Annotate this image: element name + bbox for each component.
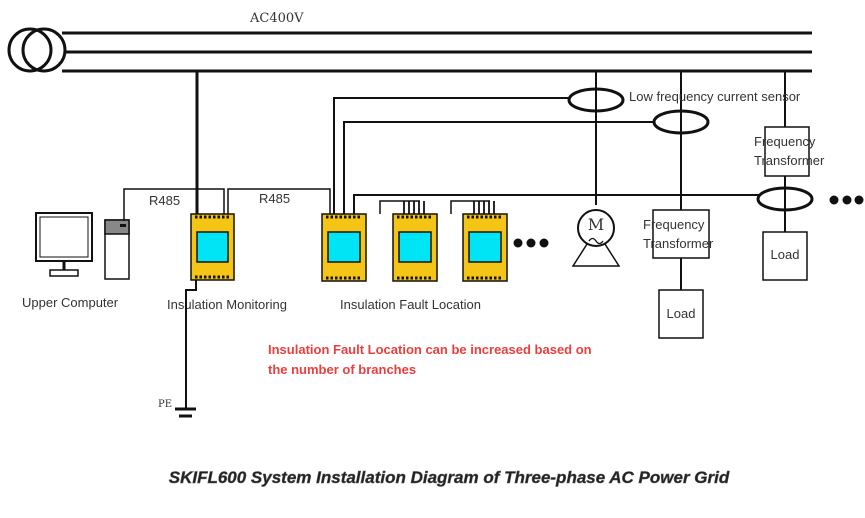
- load-box-1: [658, 289, 704, 339]
- frequency-transformer-2-line2: Transformer: [754, 153, 825, 168]
- frequency-transformer-1: [652, 209, 710, 259]
- r485-link-b: [227, 188, 331, 214]
- upper-computer-label: Upper Computer: [22, 295, 119, 310]
- r485-label-b: R485: [259, 191, 290, 206]
- frequency-transformer-1-line1: Frequency: [643, 217, 705, 232]
- load-2-label: Load: [771, 247, 800, 262]
- current-sensor-1: [567, 87, 625, 113]
- voltage-label: AC400V: [249, 11, 304, 26]
- grid-transformer-symbol: [7, 27, 67, 73]
- diagram-caption: SKIFL600 System Installation Diagram of …: [169, 468, 730, 487]
- current-sensor-2: [652, 109, 710, 135]
- r485-label-a: R485: [149, 193, 180, 208]
- monitor-icon: [35, 212, 93, 277]
- upper-computer: [35, 212, 130, 280]
- load-1-label: Load: [667, 306, 696, 321]
- note-line-2: the number of branches: [268, 362, 416, 377]
- fault-location-device-2: [392, 201, 438, 282]
- fault-location-device-1: [321, 213, 367, 282]
- load-box-2: [762, 231, 808, 281]
- pc-tower-icon: [104, 219, 130, 280]
- frequency-transformer-2: [764, 126, 810, 177]
- motor-label: M: [588, 215, 604, 234]
- frequency-transformer-1-line2: Transformer: [643, 236, 714, 251]
- fault-location-device-3: [462, 201, 508, 282]
- more-branches-dots-icon: [829, 195, 864, 205]
- pe-ground-wire: [185, 280, 197, 408]
- device-terminals: [195, 215, 231, 279]
- motor-icon: [571, 209, 621, 267]
- current-sensor-3: [756, 186, 814, 212]
- ground-icon: [175, 407, 196, 418]
- more-devices-dots-icon: [513, 238, 549, 248]
- insulation-monitoring-label: Insulation Monitoring: [167, 297, 287, 312]
- note-line-1: Insulation Fault Location can be increas…: [268, 342, 592, 357]
- frequency-transformer-2-line1: Frequency: [754, 134, 816, 149]
- r485-link-a: [123, 188, 225, 221]
- low-frequency-sensor-label: Low frequency current sensor: [629, 89, 801, 104]
- sensor-signal-wires: [333, 97, 759, 214]
- pe-label: PE: [158, 399, 172, 410]
- insulation-fault-location-label: Insulation Fault Location: [340, 297, 481, 312]
- three-phase-bus: [62, 31, 812, 73]
- insulation-monitoring-device: [190, 213, 235, 281]
